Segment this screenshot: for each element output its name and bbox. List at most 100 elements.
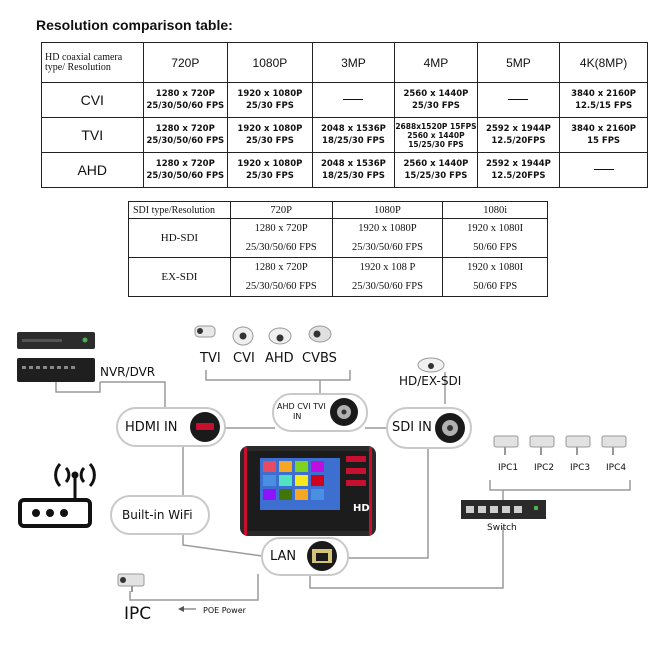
- cvi-label: CVI: [233, 351, 255, 366]
- column-header-4k: 4K(8MP): [559, 42, 648, 83]
- column-header-720p: 720P: [142, 42, 229, 83]
- dash-mark: [508, 99, 529, 100]
- cell-resolution: 2688x1520P 15FPS: [395, 121, 477, 131]
- table-cell: 1280 x 720P 25/30/50/60 FPS: [229, 218, 333, 258]
- ipc1-label: IPC1: [498, 463, 519, 473]
- nvr-connector: [100, 381, 166, 408]
- cell-fps: 25/30 FPS: [245, 101, 294, 111]
- cell-resolution: 1920 x 1080I: [467, 262, 524, 273]
- corner-line-1: HD coaxial camera: [45, 51, 123, 63]
- table-cell: 1920 x 1080P 25/30 FPS: [227, 152, 313, 188]
- cell-resolution: 2560 x 1440P: [403, 89, 469, 99]
- cell-fps: 25/30/50/60 FPS: [146, 171, 225, 181]
- camera-bracket: [205, 370, 351, 381]
- tester-device-image: [240, 446, 376, 536]
- table-cell: 3840 x 2160P 15 FPS: [559, 117, 648, 153]
- column-header-3mp: 3MP: [311, 42, 396, 83]
- ipc-bracket: [489, 480, 631, 491]
- cell-fps: 25/30/50/60 FPS: [245, 242, 317, 253]
- hdmi-port-icon: [196, 423, 214, 430]
- table-cell: 2592 x 1944P 12.5/20FPS: [476, 117, 561, 153]
- left-trunk: [182, 446, 263, 557]
- table-header-row: SDI type/Resolution 720P 1080P 1080i: [128, 201, 548, 219]
- dash-mark: [593, 169, 614, 170]
- ahd-label: AHD: [265, 351, 294, 366]
- cell-fps: 25/30/50/60 FPS: [146, 136, 225, 146]
- column-header-5mp: 5MP: [476, 42, 561, 83]
- analog-in-label: AHD CVI TVI IN: [277, 402, 326, 422]
- cell-fps: 25/30 FPS: [411, 101, 460, 111]
- cell-fps: 50/60 FPS: [473, 242, 518, 253]
- cell-resolution: 1280 x 720P: [155, 89, 215, 99]
- switch-label: Switch: [487, 523, 517, 533]
- dash-mark: [343, 99, 364, 100]
- cell-resolution: 1920 x 1080P: [237, 159, 303, 169]
- lan-box: [261, 537, 349, 576]
- cell-resolution: 2592 x 1944P: [485, 159, 551, 169]
- ipc3-camera-icon: [565, 435, 591, 455]
- table-cell: 1920 x 1080I 50/60 FPS: [442, 257, 548, 297]
- cell-resolution: 2048 x 1536P: [320, 124, 386, 134]
- lan-to-switch: [309, 527, 504, 589]
- right-trunk: [348, 448, 429, 559]
- page-heading: Resolution comparison table:: [36, 17, 233, 33]
- cell-resolution: 1920 x 108 P: [359, 262, 416, 273]
- cell-fps: 15/25/30 FPS: [408, 139, 464, 149]
- analog-in-label-line-1: AHD CVI TVI: [277, 402, 326, 411]
- cell-fps: 12.5/20FPS: [491, 136, 546, 146]
- corner-line-2: type/ Resolution: [45, 61, 111, 73]
- wifi-label: Built-in WiFi: [122, 508, 193, 522]
- poe-power-label: POE Power: [203, 606, 246, 615]
- ipc4-camera-icon: [601, 435, 627, 455]
- cell-resolution: 1280 x 720P: [155, 159, 215, 169]
- cell-resolution: 2560 x 1440P: [407, 130, 465, 140]
- wifi-router-icon: [18, 462, 96, 528]
- analog-in-box: [272, 393, 368, 432]
- row-label-tvi: TVI: [41, 117, 144, 153]
- cell-resolution: 3840 x 2160P: [571, 124, 637, 134]
- ipc-label: IPC: [124, 604, 152, 624]
- cell-resolution: 1920 x 1080P: [358, 223, 417, 234]
- table-cell: 1920 x 1080P 25/30/50/60 FPS: [331, 218, 444, 258]
- table-cell-empty: [476, 82, 561, 118]
- wifi-box: [110, 495, 210, 535]
- cvbs-label: CVBS: [302, 351, 337, 366]
- tvi-camera-icon: [194, 325, 216, 338]
- ipc2-label: IPC2: [534, 463, 555, 473]
- network-switch-icon: [461, 500, 546, 519]
- table-cell: 2592 x 1944P 12.5/20FPS: [476, 152, 561, 188]
- cell-resolution: 2560 x 1440P: [403, 159, 469, 169]
- cell-resolution: 2592 x 1944P: [485, 124, 551, 134]
- cell-resolution: 1280 x 720P: [254, 223, 308, 234]
- cell-fps: 12.5/15 FPS: [575, 101, 633, 111]
- cell-resolution: 1920 x 1080I: [467, 223, 524, 234]
- cell-fps: 18/25/30 FPS: [322, 136, 385, 146]
- table-cell-empty: [559, 152, 648, 188]
- hdmi-in-box: [116, 407, 226, 447]
- ahd-dome-camera-icon: [268, 327, 292, 345]
- cell-resolution: 1280 x 720P: [155, 124, 215, 134]
- cell-fps: 50/60 FPS: [473, 281, 518, 292]
- ipc-camera-icon: [117, 573, 145, 592]
- cell-fps: 25/30 FPS: [245, 171, 294, 181]
- cell-resolution: 1920 x 1080P: [237, 89, 303, 99]
- nvr-device-icon: [17, 332, 95, 382]
- cell-fps: 12.5/20FPS: [491, 171, 546, 181]
- cell-fps: 25/30 FPS: [245, 136, 294, 146]
- cell-fps: 15 FPS: [587, 136, 621, 146]
- table-cell: 1280 x 720P 25/30/50/60 FPS: [142, 117, 229, 153]
- nvr-label: NVR/DVR: [100, 365, 156, 379]
- sdi-in-box: [386, 407, 472, 449]
- sdi-camera-label: HD/EX-SDI: [399, 374, 462, 388]
- table-cell: 1280 x 720P 25/30/50/60 FPS: [142, 152, 229, 188]
- cell-fps: 25/30/50/60 FPS: [352, 242, 423, 253]
